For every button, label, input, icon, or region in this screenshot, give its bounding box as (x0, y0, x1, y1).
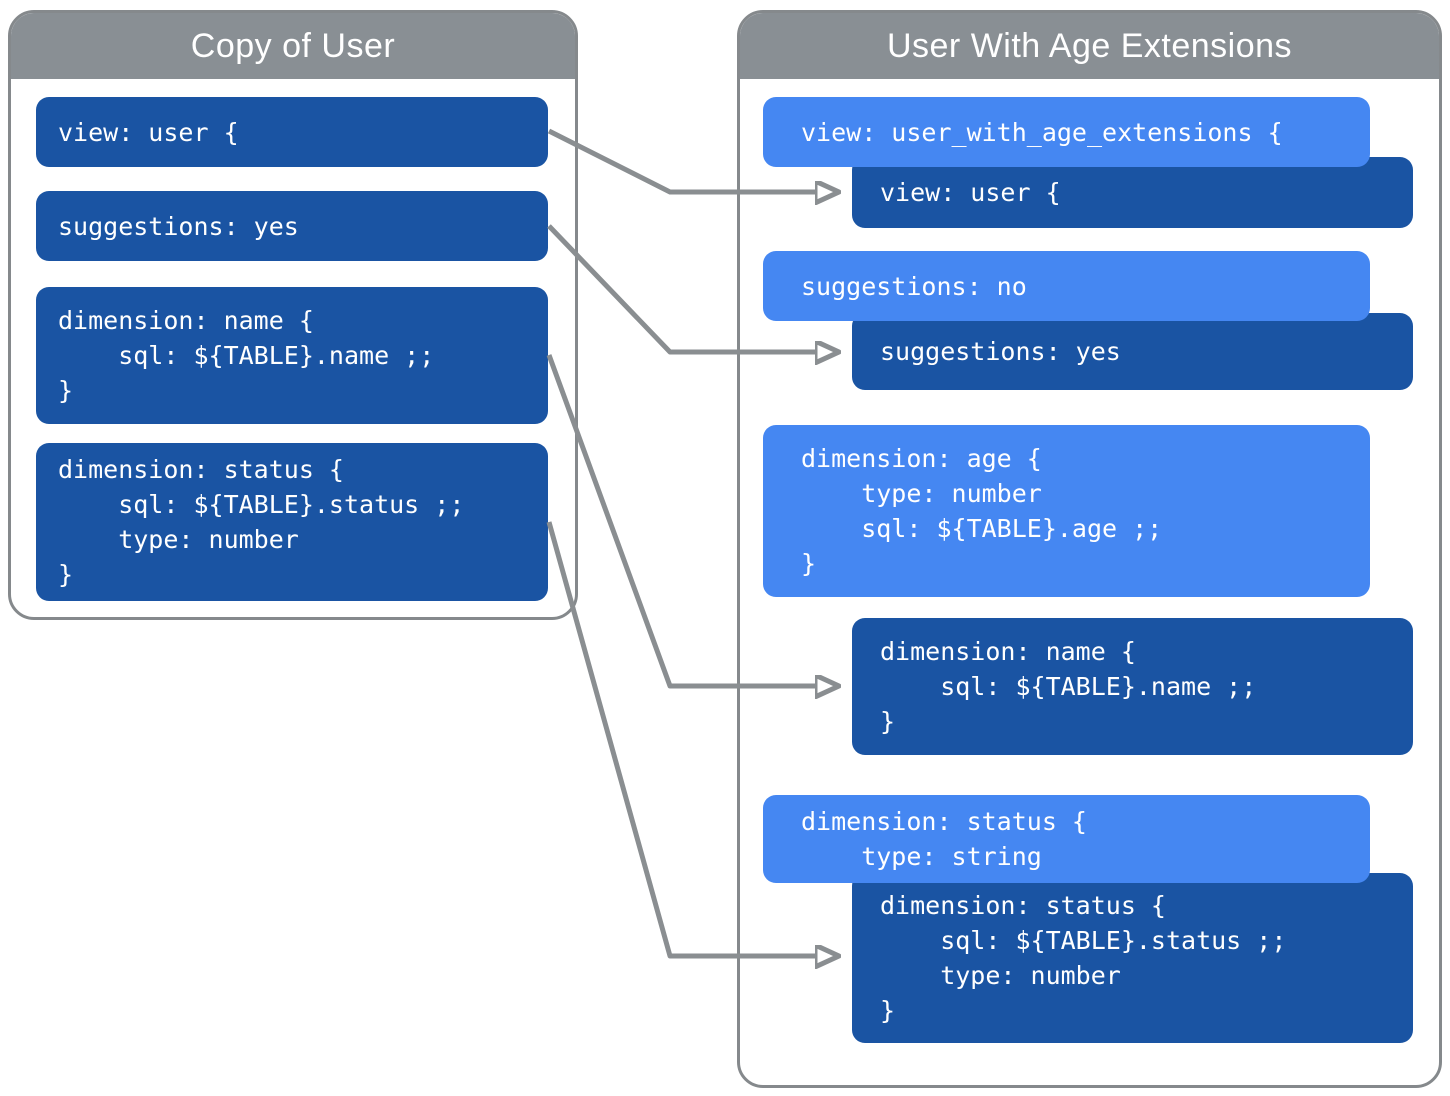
extension-block-view: view: user_with_age_extensions { (763, 97, 1370, 167)
code-block-view-user: view: user { (36, 97, 548, 167)
inherited-block-dimension-status: dimension: status { sql: ${TABLE}.status… (852, 873, 1413, 1043)
code-text: suggestions: yes (880, 337, 1121, 366)
code-block-suggestions-yes: suggestions: yes (36, 191, 548, 261)
extension-block-dimension-age: dimension: age { type: number sql: ${TAB… (763, 425, 1370, 597)
code-block-dimension-status: dimension: status { sql: ${TABLE}.status… (36, 443, 548, 601)
panel-title-left: Copy of User (190, 26, 396, 65)
inherited-block-view-user: view: user { (852, 157, 1413, 228)
code-text: view: user_with_age_extensions { (801, 117, 1283, 147)
code-text: suggestions: yes (58, 211, 299, 241)
panel-header-left: Copy of User (11, 13, 575, 79)
code-text: dimension: status { sql: ${TABLE}.status… (58, 455, 465, 589)
code-text: dimension: status { sql: ${TABLE}.status… (880, 891, 1287, 1025)
extension-block-suggestions: suggestions: no (763, 251, 1370, 321)
inherited-block-dimension-name: dimension: name { sql: ${TABLE}.name ;; … (852, 618, 1413, 755)
code-text: dimension: name { sql: ${TABLE}.name ;; … (880, 637, 1257, 736)
inherited-block-suggestions: suggestions: yes (852, 313, 1413, 390)
code-text: dimension: status { type: string (801, 807, 1087, 871)
code-text: view: user { (880, 178, 1061, 207)
panel-title-right: User With Age Extensions (886, 26, 1293, 65)
code-block-dimension-name: dimension: name { sql: ${TABLE}.name ;; … (36, 287, 548, 424)
code-text: suggestions: no (801, 271, 1027, 301)
panel-header-right: User With Age Extensions (740, 13, 1439, 79)
code-text: dimension: age { type: number sql: ${TAB… (801, 444, 1163, 578)
extension-block-dimension-status: dimension: status { type: string (763, 795, 1370, 883)
code-text: view: user { (58, 117, 239, 147)
code-text: dimension: name { sql: ${TABLE}.name ;; … (58, 306, 435, 405)
